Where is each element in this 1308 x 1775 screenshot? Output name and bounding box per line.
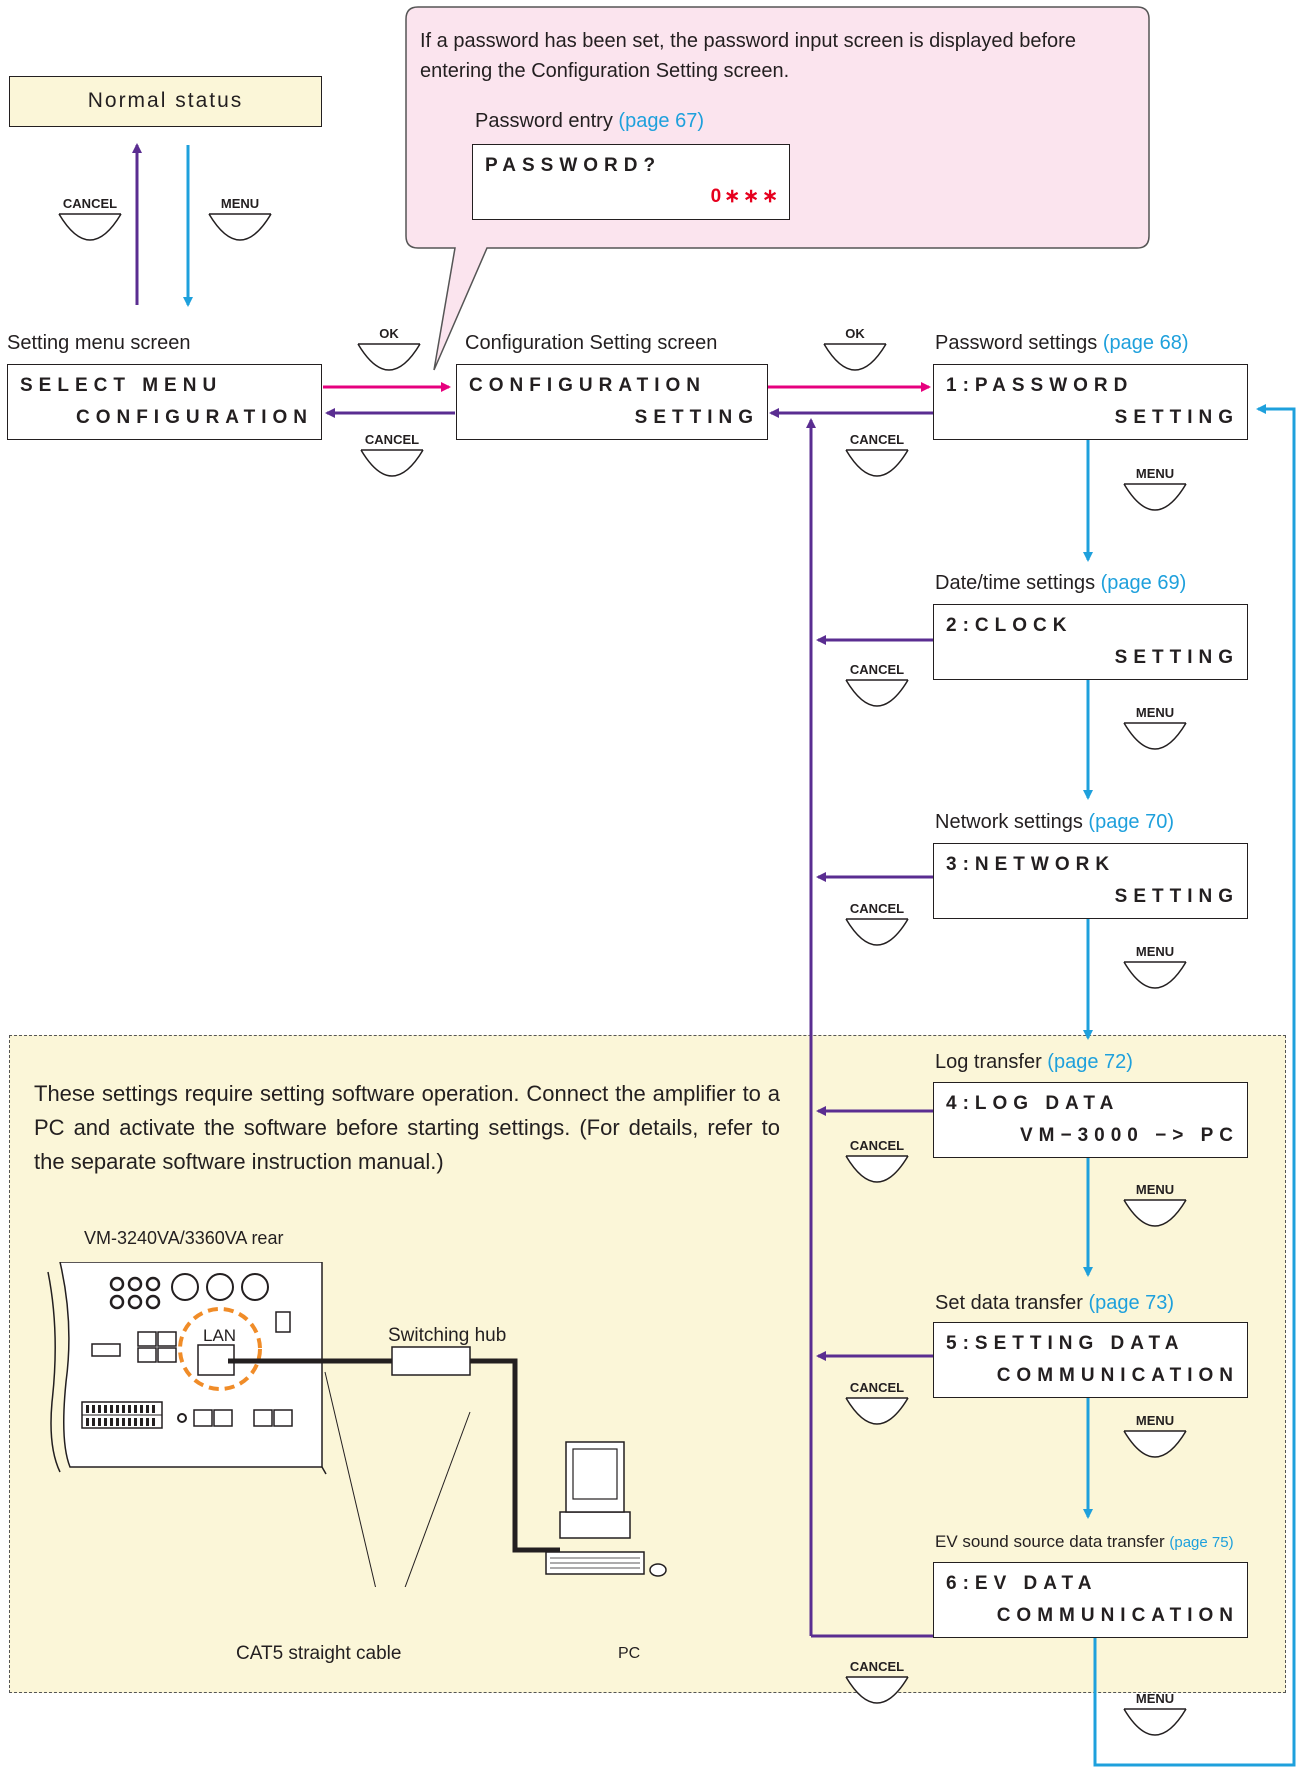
cancel-button-label: CANCEL [849,1138,905,1153]
menu-button-label: MENU [1135,1413,1175,1428]
cancel-button-label: CANCEL [849,1380,905,1395]
setting-menu-line2: CONFIGURATION [75,407,313,428]
menu-button-label: MENU [1135,1182,1175,1197]
password-lcd: PASSWORD? 0∗∗∗ [472,144,790,220]
menu-item-line1: 6:EV DATA [946,1573,1098,1594]
menu-item-lcd: 3:NETWORK SETTING [933,843,1248,919]
hub-label: Switching hub [388,1325,507,1346]
menu-item-line1: 4:LOG DATA [946,1093,1120,1114]
config-setting-caption: Configuration Setting screen [465,332,718,354]
menu-item-line1: 3:NETWORK [946,854,1116,875]
cancel-button[interactable]: CANCEL [842,1659,912,1705]
cancel-button[interactable]: CANCEL [842,432,912,478]
menu-item-caption: EV sound source data transfer (page 75) [935,1532,1234,1552]
cancel-button-label: CANCEL [849,432,905,447]
pc-label: PC [618,1645,641,1662]
cancel-button-label: CANCEL [364,432,420,447]
password-entry-label: Password entry [475,110,613,132]
cable-label: CAT5 straight cable [236,1643,402,1664]
menu-item-line1: 1:PASSWORD [946,375,1134,396]
menu-item-title: Password settings [935,332,1098,354]
config-setting-line2: SETTING [634,407,759,428]
menu-item-page-ref[interactable]: (page 72) [1047,1051,1133,1073]
menu-button[interactable]: MENU [1120,1413,1190,1459]
cancel-button[interactable]: CANCEL [357,432,427,478]
menu-item-page-ref[interactable]: (page 68) [1102,332,1189,354]
password-entry-ref[interactable]: (page 67) [618,110,705,132]
setting-menu-caption: Setting menu screen [7,332,191,354]
menu-item-lcd: 2:CLOCK SETTING [933,604,1248,680]
menu-button-label: MENU [1135,1691,1175,1706]
cancel-button-label: CANCEL [849,901,905,916]
config-setting-lcd: CONFIGURATION SETTING [456,364,768,440]
menu-item-title: Set data transfer [935,1292,1083,1314]
menu-item-lcd: 4:LOG DATA VM−3000 −> PC [933,1082,1248,1158]
ok-button-label: OK [845,326,865,341]
menu-item-title: Log transfer [935,1051,1042,1073]
menu-item-caption: Password settings (page 68) [935,332,1188,355]
cancel-button[interactable]: CANCEL [842,662,912,708]
menu-button[interactable]: MENU [1120,944,1190,990]
menu-item-page-ref[interactable]: (page 70) [1088,811,1175,833]
normal-status-label: Normal status [87,89,244,112]
menu-item-caption: Set data transfer (page 73) [935,1292,1174,1315]
menu-item-lcd: 1:PASSWORD SETTING [933,364,1248,440]
menu-item-page-ref[interactable]: (page 75) [1169,1534,1234,1551]
menu-button-label: MENU [220,196,260,211]
menu-item-title: Date/time settings [935,572,1096,594]
menu-item-line1: 2:CLOCK [946,615,1073,636]
ok-button[interactable]: OK [354,326,424,372]
menu-button[interactable]: MENU [1120,466,1190,512]
menu-item-line2: VM−3000 −> PC [1019,1125,1239,1146]
rear-panel-label: VM-3240VA/3360VA rear [84,1228,284,1248]
normal-status-box: Normal status [9,76,322,127]
menu-item-title: Network settings [935,811,1083,833]
password-entry-caption: Password entry (page 67) [475,110,704,133]
menu-item-line2: COMMUNICATION [996,1365,1239,1386]
menu-item-line2: SETTING [1114,886,1239,907]
setting-menu-lcd: SELECT MENU CONFIGURATION [7,364,322,440]
lan-label: LAN [203,1326,237,1345]
menu-button[interactable]: MENU [1120,705,1190,751]
menu-item-caption: Log transfer (page 72) [935,1051,1133,1074]
setting-menu-line1: SELECT MENU [20,375,223,396]
menu-button[interactable]: MENU [1120,1691,1190,1737]
menu-item-line2: SETTING [1114,647,1239,668]
menu-button[interactable]: MENU [1120,1182,1190,1228]
menu-item-caption: Date/time settings (page 69) [935,572,1186,595]
cancel-button[interactable]: CANCEL [842,1138,912,1184]
ok-button-label: OK [379,326,399,341]
menu-item-lcd: 5:SETTING DATA COMMUNICATION [933,1322,1248,1398]
menu-item-line2: SETTING [1114,407,1239,428]
menu-button-label: MENU [1135,705,1175,720]
cancel-button-label: CANCEL [62,196,118,211]
menu-item-title: EV sound source data transfer [935,1532,1165,1551]
menu-button[interactable]: MENU [205,196,275,242]
cancel-button[interactable]: CANCEL [55,196,125,242]
menu-item-page-ref[interactable]: (page 69) [1100,572,1187,594]
ok-button[interactable]: OK [820,326,890,372]
menu-button-label: MENU [1135,944,1175,959]
menu-button-label: MENU [1135,466,1175,481]
cancel-button[interactable]: CANCEL [842,901,912,947]
cancel-button[interactable]: CANCEL [842,1380,912,1426]
menu-item-line2: COMMUNICATION [996,1605,1239,1626]
menu-item-caption: Network settings (page 70) [935,811,1174,834]
menu-item-page-ref[interactable]: (page 73) [1088,1292,1175,1314]
config-setting-line1: CONFIGURATION [469,375,707,396]
cancel-button-label: CANCEL [849,662,905,677]
cancel-button-label: CANCEL [849,1659,905,1674]
connection-illustration [47,1262,667,1587]
password-lcd-line1: PASSWORD? [485,155,662,176]
password-lcd-digits: 0∗∗∗ [710,186,781,207]
menu-item-line1: 5:SETTING DATA [946,1333,1185,1354]
software-note: These settings require setting software … [34,1081,780,1174]
callout-text: If a password has been set, the password… [420,30,1076,82]
menu-item-lcd: 6:EV DATA COMMUNICATION [933,1562,1248,1638]
